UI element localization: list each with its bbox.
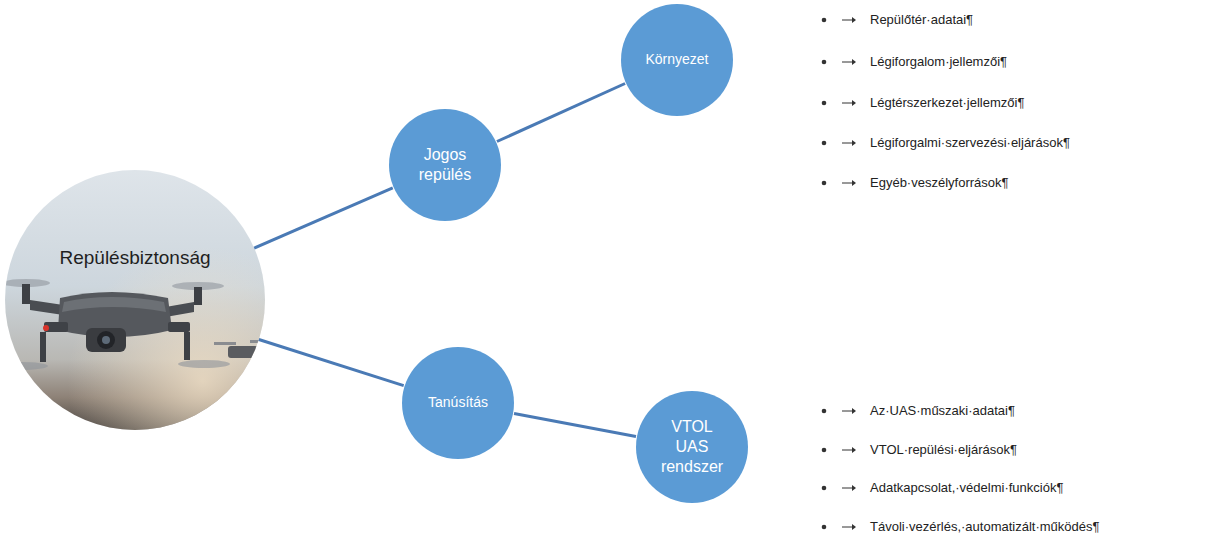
connector-line [259, 339, 404, 385]
bullet-item: VTOL·repülési·eljárások¶ [870, 442, 1017, 458]
bullet-item: Légiforgalmi·szervezési·eljárások¶ [870, 135, 1070, 151]
bullet-item: Adatkapcsolat,·védelmi·funkciók¶ [870, 480, 1063, 496]
topic-circle: Tanúsítás [401, 346, 515, 460]
node-title: Repülésbiztonság [25, 246, 245, 270]
bullet-markers [822, 17, 856, 530]
circle-shape [388, 108, 502, 222]
drone-figure [0, 279, 230, 370]
node-title: Környezet [627, 51, 727, 69]
circle-fill [636, 391, 748, 503]
topic-circle: Jogos repülés [388, 108, 502, 222]
photo-circle: Repülésbiztonság [5, 170, 265, 430]
circle-fill [389, 109, 501, 221]
bullet-item: Az·UAS·műszaki·adatai¶ [870, 403, 1015, 419]
connector-line [497, 84, 625, 142]
topic-circle: Környezet [620, 3, 734, 117]
circle-fill [621, 4, 733, 116]
circle-fill [402, 347, 514, 459]
node-title: VTOL UAS rendszer [656, 417, 728, 477]
bullet-item: Egyéb·veszélyforrások¶ [870, 175, 1008, 191]
bullet-item: Légiforgalom·jellemzői¶ [870, 54, 1007, 70]
node-title: Tanúsítás [408, 394, 508, 412]
connector-line [514, 414, 636, 437]
topic-circle: VTOL UAS rendszer [635, 390, 749, 504]
bullet-item: Távoli·vezérlés,·automatizált·működés¶ [870, 519, 1100, 535]
bullet-item: Repülőtér·adatai¶ [870, 12, 973, 28]
drone-photo [0, 165, 270, 435]
connector-line [254, 188, 393, 248]
bullet-item: Légtérszerkezet·jellemzői¶ [870, 95, 1024, 111]
node-title: Jogos repülés [400, 145, 490, 185]
